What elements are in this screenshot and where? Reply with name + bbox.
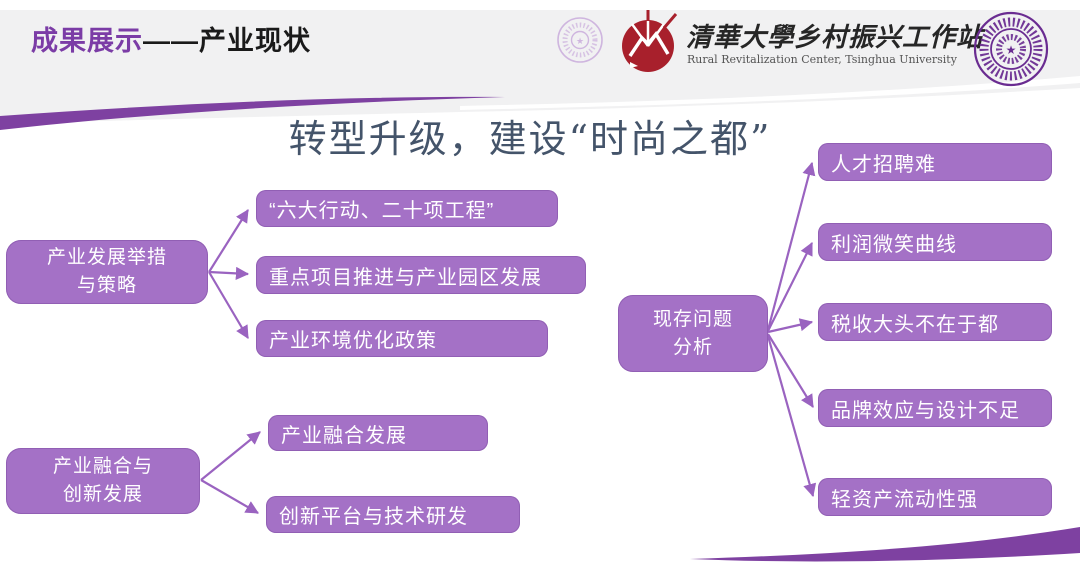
page-title-accent: 成果展示 [31,26,143,56]
node-problems-root: 现存问题 分析 [618,295,768,372]
slide-title: 转型升级，建设“时尚之都” [288,117,772,161]
svg-text:★: ★ [1006,43,1017,57]
node-six-actions: “六大行动、二十项工程” [256,190,558,227]
node-tax-revenue: 税收大头不在于都 [818,303,1052,341]
node-light-assets: 轻资产流动性强 [818,478,1052,516]
node-talent-recruiting: 人才招聘难 [818,143,1052,181]
node-integration-root: 产业融合与 创新发展 [6,448,200,514]
svg-text:★: ★ [576,36,584,46]
node-smile-curve: 利润微笑曲线 [818,223,1052,261]
tsinghua-university-seal-icon: ★ [973,11,1049,87]
org-name-chinese: 清華大學乡村振兴工作站 [686,23,984,53]
page-title-rest: ——产业现状 [143,26,311,56]
node-key-projects: 重点项目推进与产业园区发展 [256,256,586,294]
bottom-swoosh [690,527,1080,562]
node-brand-design: 品牌效应与设计不足 [818,389,1052,427]
logo-group: ★ 清華大學乡村振兴工作站 Rural Revitalization Cente… [0,0,1080,100]
node-industry-integration: 产业融合发展 [268,415,488,451]
node-environment-policy: 产业环境优化政策 [256,320,548,357]
rural-revitalization-logo-icon [622,10,678,72]
top-swoosh [0,96,505,130]
tsinghua-seal-watermark-icon: ★ [557,17,603,63]
node-innovation-platform: 创新平台与技术研发 [266,496,520,533]
node-industry-measures-root: 产业发展举措 与策略 [6,240,208,304]
page-title: 成果展示——产业现状 [31,19,311,58]
org-name-english: Rural Revitalization Center, Tsinghua Un… [687,53,957,66]
header-band-sliver [460,76,1080,110]
